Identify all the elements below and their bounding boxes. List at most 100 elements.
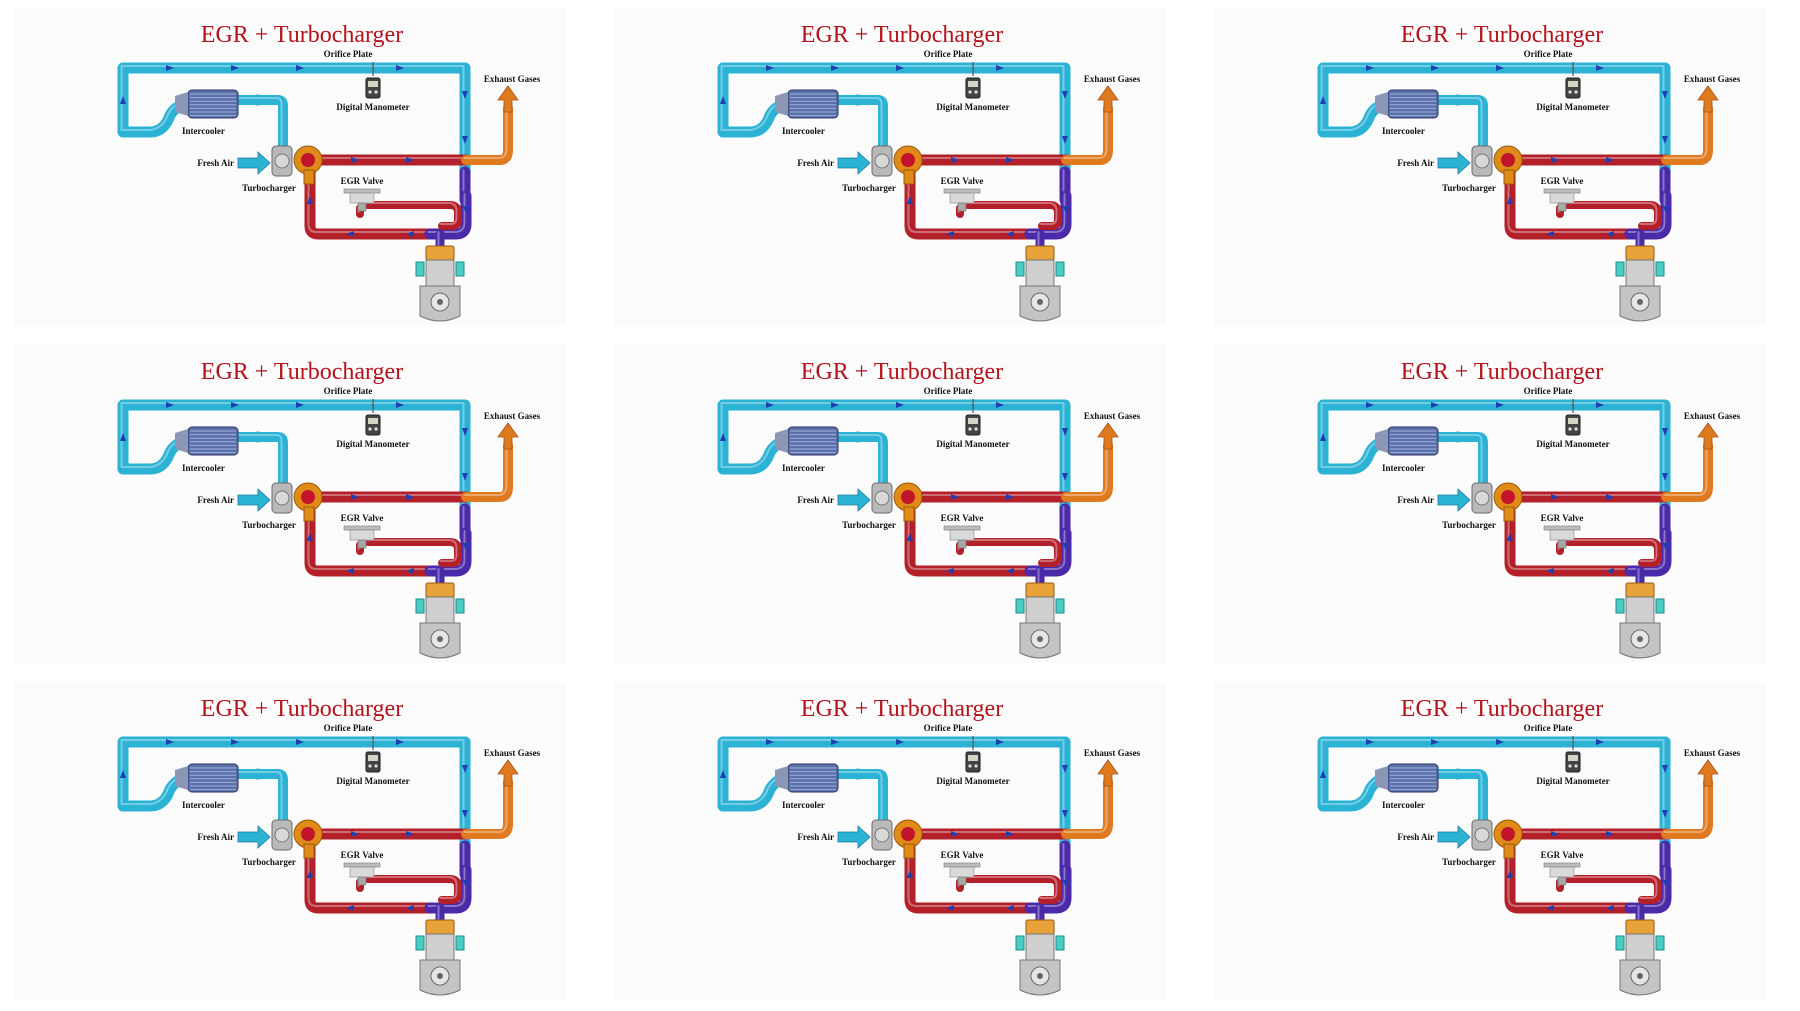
exhaust-outlet-pipe xyxy=(1061,103,1113,165)
engine-cylinder-icon xyxy=(415,245,465,322)
intercooler-label: Intercooler xyxy=(782,126,825,136)
flow-arrow-icon xyxy=(462,473,468,481)
exhaust-outlet-pipe xyxy=(1661,440,1713,502)
fresh-air-label: Fresh Air xyxy=(1397,495,1434,505)
flow-arrow-icon xyxy=(1006,905,1014,911)
egr-loop-lower-highlight xyxy=(907,502,1030,570)
egr-loop-lower-highlight xyxy=(1507,165,1630,233)
intercooler-outlet-pipe xyxy=(833,432,888,494)
flow-arrow-icon xyxy=(462,91,468,99)
flow-arrow-icon xyxy=(951,157,959,163)
manometer-icon xyxy=(365,77,381,99)
intercooler-label: Intercooler xyxy=(1382,800,1425,810)
flow-arrow-icon xyxy=(1062,91,1068,99)
egr-valve-icon xyxy=(343,525,381,549)
fresh-air-arrow-icon xyxy=(1437,825,1471,849)
diagram-title: EGR + Turbocharger xyxy=(201,696,403,722)
flow-arrow-icon xyxy=(1431,402,1439,408)
egr-valve-icon xyxy=(943,862,981,886)
digital-manometer-label: Digital Manometer xyxy=(336,439,409,449)
egr-loop-mixed-highlight xyxy=(1027,867,1066,907)
exhaust-outlet-pipe-highlight xyxy=(463,779,508,833)
egr-valve-label: EGR Valve xyxy=(1541,850,1584,860)
egr-loop-lower xyxy=(904,836,1036,914)
flow-arrow-icon xyxy=(396,739,404,745)
fresh-air-arrow-icon xyxy=(1437,151,1471,175)
egr-loop-mixed-highlight xyxy=(427,867,466,907)
turbocharger-label: Turbocharger xyxy=(842,857,896,867)
flow-arrow-icon xyxy=(406,568,414,574)
turbocharger-label: Turbocharger xyxy=(842,520,896,530)
flow-arrow-icon xyxy=(346,231,354,237)
egr-valve-label: EGR Valve xyxy=(941,176,984,186)
egr-loop-lower-highlight xyxy=(307,502,430,570)
egr-loop-mixed xyxy=(1624,527,1672,577)
flow-arrow-icon xyxy=(1551,494,1559,500)
exhaust-outlet-pipe-highlight xyxy=(1063,442,1108,496)
intercooler-icon xyxy=(1375,89,1439,119)
exhaust-outlet-pipe xyxy=(461,103,513,165)
intercooler-icon xyxy=(775,763,839,793)
turbocharger-icon xyxy=(271,482,323,522)
flow-arrow-icon xyxy=(1507,533,1513,541)
intercooler-outlet-pipe xyxy=(1433,769,1488,831)
flow-arrow-icon xyxy=(296,739,304,745)
egr-loop-lower xyxy=(1504,836,1636,914)
exhaust-outlet-pipe xyxy=(1661,103,1713,165)
turbocharger-icon xyxy=(271,145,323,185)
flow-arrow-icon xyxy=(1431,739,1439,745)
flow-arrow-icon xyxy=(1662,136,1668,144)
flow-arrow-icon xyxy=(120,96,126,104)
fresh-air-label: Fresh Air xyxy=(197,158,234,168)
flow-arrow-icon xyxy=(946,231,954,237)
flow-arrow-icon xyxy=(1662,810,1668,818)
exhaust-gases-label: Exhaust Gases xyxy=(484,74,541,84)
intercooler-outlet-pipe xyxy=(833,95,888,157)
flow-arrow-icon xyxy=(1063,880,1069,888)
flow-arrow-icon xyxy=(946,568,954,574)
egr-loop-lower xyxy=(304,499,436,577)
flow-arrow-icon xyxy=(1606,568,1614,574)
orifice-plate-label: Orifice Plate xyxy=(924,723,973,733)
flow-arrow-icon xyxy=(1496,402,1504,408)
flow-arrow-icon xyxy=(462,810,468,818)
flow-arrow-icon xyxy=(406,905,414,911)
flow-arrow-icon xyxy=(296,402,304,408)
flow-arrow-icon xyxy=(406,157,414,163)
flow-arrow-icon xyxy=(1062,473,1068,481)
manometer-icon xyxy=(965,77,981,99)
flow-arrow-icon xyxy=(907,196,913,204)
digital-manometer-label: Digital Manometer xyxy=(336,776,409,786)
engine-cylinder-icon xyxy=(1015,245,1065,322)
flow-arrow-icon xyxy=(1006,494,1014,500)
flow-arrow-icon xyxy=(1006,231,1014,237)
fresh-air-arrow-icon xyxy=(837,151,871,175)
egr-loop-mixed-highlight xyxy=(427,193,466,233)
flow-arrow-icon xyxy=(1320,96,1326,104)
egr-valve-label: EGR Valve xyxy=(1541,176,1584,186)
flow-arrow-icon xyxy=(231,402,239,408)
fresh-air-label: Fresh Air xyxy=(197,832,234,842)
turbocharger-label: Turbocharger xyxy=(1442,183,1496,193)
egr-loop-lower xyxy=(304,162,436,240)
turbocharger-label: Turbocharger xyxy=(242,857,296,867)
exhaust-outlet-pipe-highlight xyxy=(1663,779,1708,833)
flow-arrow-icon xyxy=(1496,65,1504,71)
turbocharger-label: Turbocharger xyxy=(1442,857,1496,867)
flow-arrow-icon xyxy=(951,494,959,500)
egr-valve-icon xyxy=(1543,525,1581,549)
orifice-plate-label: Orifice Plate xyxy=(924,386,973,396)
turbocharger-label: Turbocharger xyxy=(842,183,896,193)
engine-cylinder-icon xyxy=(1615,245,1665,322)
turbocharger-icon xyxy=(1471,819,1523,859)
flow-arrow-icon xyxy=(1062,428,1068,436)
egr-loop-mixed xyxy=(1024,527,1072,577)
manometer-icon xyxy=(1565,414,1581,436)
digital-manometer-label: Digital Manometer xyxy=(1536,439,1609,449)
